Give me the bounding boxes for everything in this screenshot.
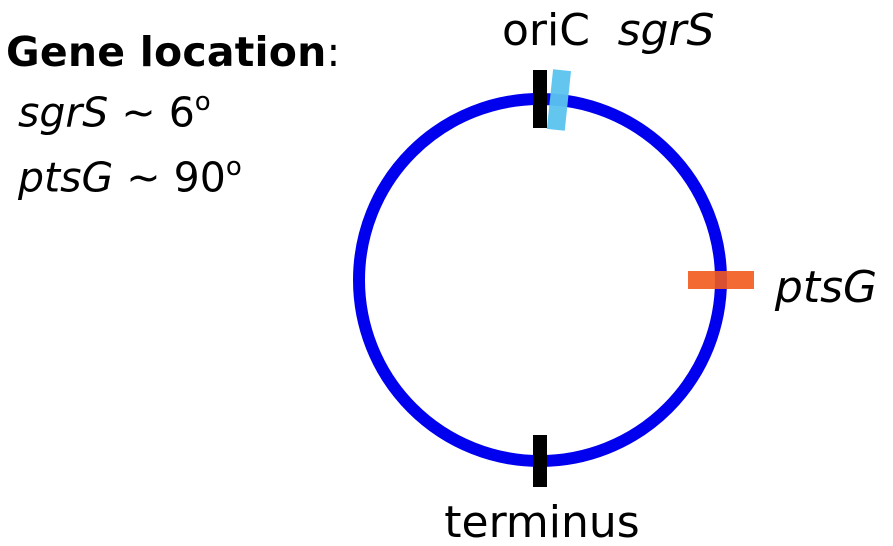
legend-gene-ptsG: ptsG [18, 153, 114, 202]
legend-separator-ptsG: ~ [113, 153, 174, 202]
gene-location-legend: Gene location: sgrS ~ 6o ptsG ~ 90o [6, 28, 341, 205]
legend-heading-text: Gene location [6, 28, 327, 76]
terminus-label: terminus [444, 497, 639, 546]
origin-label: oriC [502, 5, 590, 56]
legend-heading: Gene location: [6, 28, 341, 76]
legend-row-sgrS: sgrS ~ 6o [6, 76, 341, 141]
legend-value-ptsG: 90 [173, 153, 226, 202]
legend-separator-sgrS: ~ [108, 88, 169, 137]
chromosome-circle [353, 93, 727, 467]
sgrS-label: sgrS [618, 5, 715, 56]
legend-unit-sgrS: o [194, 87, 211, 117]
legend-heading-colon: : [326, 28, 341, 76]
terminus-marker [533, 435, 547, 487]
sgrS-marker [546, 69, 572, 131]
origin-marker [533, 70, 547, 128]
legend-value-sgrS: 6 [168, 88, 195, 137]
ptsG-label: ptsG [774, 262, 877, 313]
legend-unit-ptsG: o [225, 151, 242, 182]
ptsG-marker [688, 271, 754, 289]
legend-row-ptsG: ptsG ~ 90o [6, 141, 341, 206]
legend-gene-sgrS: sgrS [18, 88, 109, 137]
